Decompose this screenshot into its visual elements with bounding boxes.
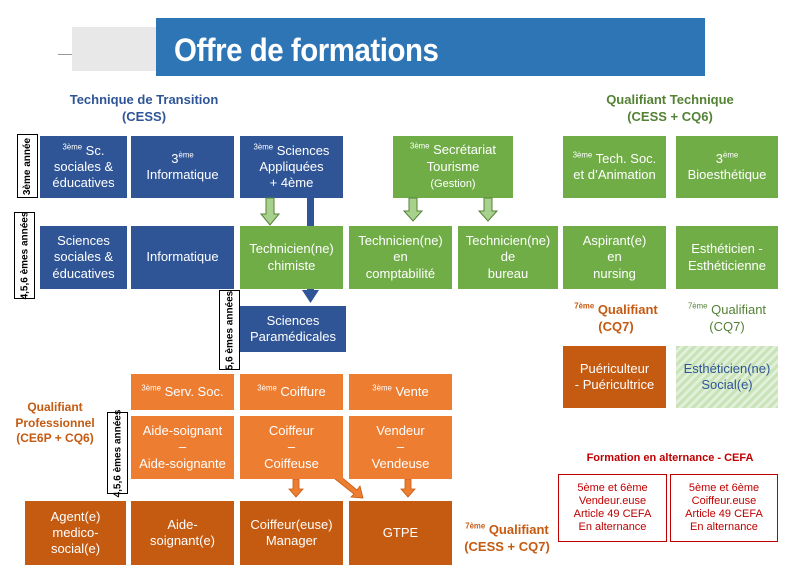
box-sciences-sociales: Sciences sociales & éducatives <box>40 226 127 289</box>
box-sciences-paramedicales: Sciences Paramédicales <box>240 306 346 352</box>
label-7eme-cq7-left: 7ème Qualifiant (CQ7) <box>574 301 658 334</box>
title-shadow <box>72 27 156 71</box>
page-title: Offre de formations <box>174 32 439 68</box>
box-3-vente: 3ème Vente <box>349 374 452 410</box>
box-coiffeur: Coiffeur – Coiffeuse <box>240 416 343 479</box>
heading-qualifiant-professionnel: Qualifiant Professionnel (CE6P + CQ6) <box>15 400 95 446</box>
box-aide-soignante-7: Aide- soignant(e) <box>131 501 234 565</box>
year-label-56: 5,6 èmes années <box>219 290 240 370</box>
box-puericulteur: Puériculteur - Puéricultrice <box>563 346 666 408</box>
label-7eme-cq7-right: 7ème Qualifiant (CQ7) <box>687 301 767 334</box>
heading-qualifiant-technique: Qualifiant Technique (CESS + CQ6) <box>606 92 734 124</box>
box-technicien-comptabilite: Technicien(ne) en comptabilité <box>349 226 452 289</box>
box-estheticien-social: Esthéticien(ne) Social(e) <box>676 346 778 408</box>
box-technicien-bureau: Technicien(ne) de bureau <box>458 226 558 289</box>
box-3-coiffure: 3ème Coiffure <box>240 374 343 410</box>
box-coiffeur-manager: Coiffeur(euse) Manager <box>240 501 343 565</box>
box-agent-medico-social: Agent(e) medico- social(e) <box>25 501 126 565</box>
box-3-secretariat: 3ème Secrétariat Tourisme(Gestion) <box>393 136 513 198</box>
box-vendeur: Vendeur – Vendeuse <box>349 416 452 479</box>
label-7eme-cess-cq7: 7ème Qualifiant (CESS + CQ7) <box>464 521 550 554</box>
box-estheticien: Esthéticien - Esthéticienne <box>676 226 778 289</box>
box-informatique: Informatique <box>131 226 234 289</box>
box-aide-soignant: Aide-soignant – Aide-soignante <box>131 416 234 479</box>
year-label-456-top: 4,5,6 èmes années <box>14 212 35 299</box>
year-label-456-bottom: 4,5,6 èmes années <box>107 409 128 497</box>
box-3-sciences-appliquees: 3ème Sciences Appliquées + 4ème <box>240 136 343 198</box>
box-3-sc-sociales: 3ème Sc. sociales & éducatives <box>40 136 127 198</box>
heading-cefa: Formation en alternance - CEFA <box>586 452 754 464</box>
box-technicien-chimiste: Technicien(ne) chimiste <box>240 226 343 289</box>
box-aspirant-nursing: Aspirant(e) en nursing <box>563 226 666 289</box>
year-label-3: 3ème année <box>17 134 38 198</box>
box-gtpe: GTPE <box>349 501 452 565</box>
box-3-serv-soc: 3ème Serv. Soc. <box>131 374 234 410</box>
heading-technique-transition: Technique de Transition (CESS) <box>69 92 219 124</box>
title-banner <box>156 18 705 76</box>
box-3-tech-soc: 3ème Tech. Soc. et d’Animation <box>563 136 666 198</box>
